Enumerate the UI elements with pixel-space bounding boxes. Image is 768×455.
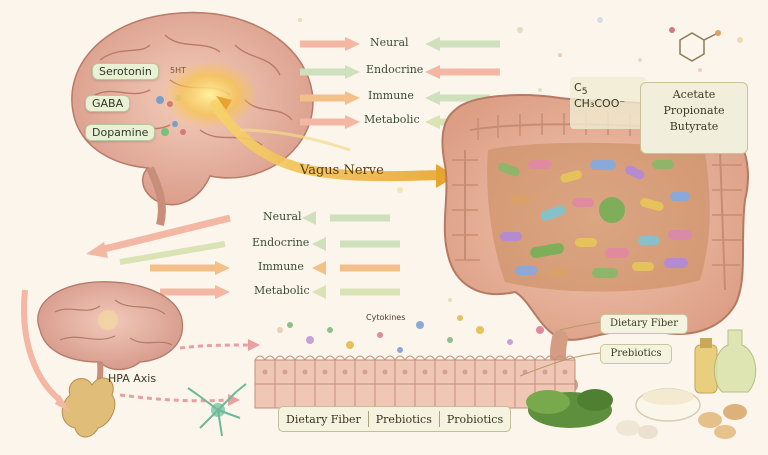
mid-pathway-metabolic: Metabolic — [254, 284, 310, 297]
adrenal-gland-figure — [62, 378, 115, 437]
formula-sub: 5 — [582, 86, 588, 97]
serotonin-abbr: 5HT — [170, 66, 186, 75]
brain — [72, 12, 313, 225]
top-pathway-immune: Immune — [368, 89, 414, 102]
hpa-axis-label: HPA Axis — [108, 372, 156, 385]
scfa-box: Acetate Propionate Butyrate — [640, 82, 748, 154]
top-pathway-endocrine: Endocrine — [366, 63, 423, 76]
top-pathway-metabolic: Metabolic — [364, 113, 420, 126]
top-pathway-neural: Neural — [370, 36, 409, 49]
scfa-acetate: Acetate — [641, 87, 747, 103]
formula-c: C — [574, 81, 582, 94]
scfa-propionate: Propionate — [641, 103, 747, 119]
molecule-structure-icon — [669, 27, 721, 61]
cytokines-label: Cytokines — [366, 313, 405, 322]
serotonin-label: Serotonin — [92, 63, 159, 80]
bottom-tag-probiotics: Probiotics — [440, 413, 510, 426]
bottom-tag-prebiotics: Prebiotics — [369, 413, 439, 426]
vagus-nerve-label: Vagus Nerve — [300, 163, 384, 178]
bottom-tags: Dietary Fiber Prebiotics Probiotics — [278, 406, 511, 432]
gaba-label: GABA — [85, 95, 130, 112]
scfa-formula: C5 CH₃COO⁻ — [570, 77, 646, 129]
formula-main: CH₃COO⁻ — [574, 97, 642, 110]
mid-pathway-neural: Neural — [263, 210, 302, 223]
right-tag-prebiotics: Prebiotics — [600, 344, 672, 364]
neuron-cell — [188, 384, 246, 436]
cytokine-particles — [287, 315, 544, 353]
mid-pathway-immune: Immune — [258, 260, 304, 273]
scfa-butyrate: Butyrate — [641, 119, 747, 135]
bottom-tag-dietary-fiber: Dietary Fiber — [279, 413, 368, 426]
dopamine-label: Dopamine — [85, 124, 155, 141]
right-tag-dietary-fiber: Dietary Fiber — [600, 314, 688, 334]
mid-pathway-endocrine: Endocrine — [252, 236, 309, 249]
